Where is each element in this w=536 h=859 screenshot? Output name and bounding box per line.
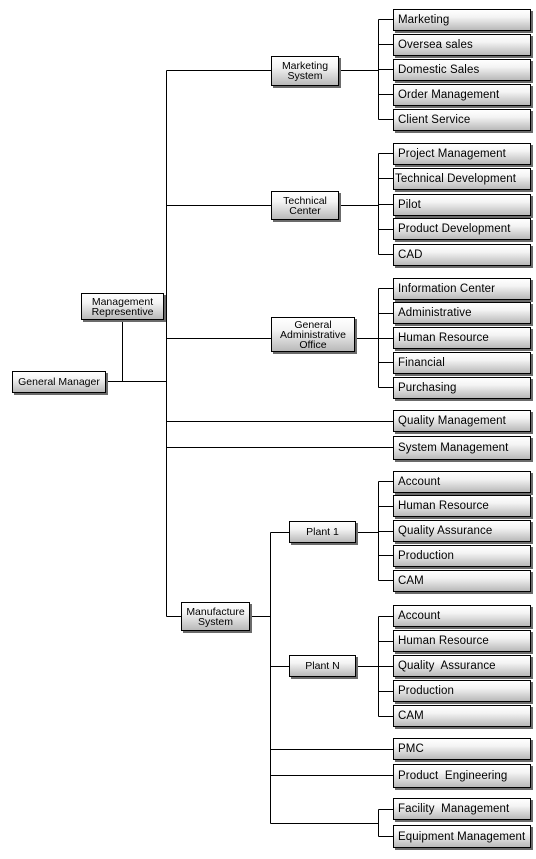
pmc-box: PMC [393,738,531,760]
general-administrative-office-box: General Administrative Office [271,317,355,352]
product-engineering-box: Product Engineering [393,764,531,788]
technical-item: Technical Development [393,168,531,190]
plant-n-item: Production [393,680,531,702]
technical-item: CAD [393,244,531,266]
marketing-item: Client Service [393,109,531,131]
admin-item: Financial [393,352,531,374]
plant-1-item: Account [393,471,531,493]
facility-management-box: Facility Management [393,798,531,820]
plant-1-item: Human Resource [393,495,531,517]
management-representative-box: Management Representive [81,293,164,320]
admin-item: Human Resource [393,327,531,349]
plant-1-item: Quality Assurance [393,520,531,542]
general-manager-box: General Manager [12,371,106,393]
marketing-item: Oversea sales [393,34,531,56]
plant-n-item: CAM [393,705,531,727]
technical-item: Project Management [393,143,531,165]
technical-item: Product Development [393,218,531,240]
marketing-system-box: Marketing System [271,56,339,86]
technical-center-box: Technical Center [271,191,339,220]
marketing-item: Domestic Sales [393,59,531,81]
admin-item: Administrative [393,302,531,324]
manufacture-system-box: Manufacture System [181,602,250,631]
admin-item: Purchasing [393,377,531,399]
plant-n-item: Human Resource [393,630,531,652]
plant-n-box: Plant N [289,655,356,677]
admin-item: Information Center [393,278,531,300]
quality-management-box: Quality Management [393,410,531,432]
system-management-box: System Management [393,436,531,460]
plant-1-item: Production [393,545,531,567]
equipment-management-box: Equipment Management [393,825,531,848]
plant-1-item: CAM [393,570,531,592]
marketing-item: Marketing [393,9,531,31]
technical-item: Pilot [393,194,531,216]
plant-n-item: Account [393,605,531,627]
plant-n-item: Quality Assurance [393,655,531,677]
plant-1-box: Plant 1 [289,521,356,543]
marketing-item: Order Management [393,84,531,106]
